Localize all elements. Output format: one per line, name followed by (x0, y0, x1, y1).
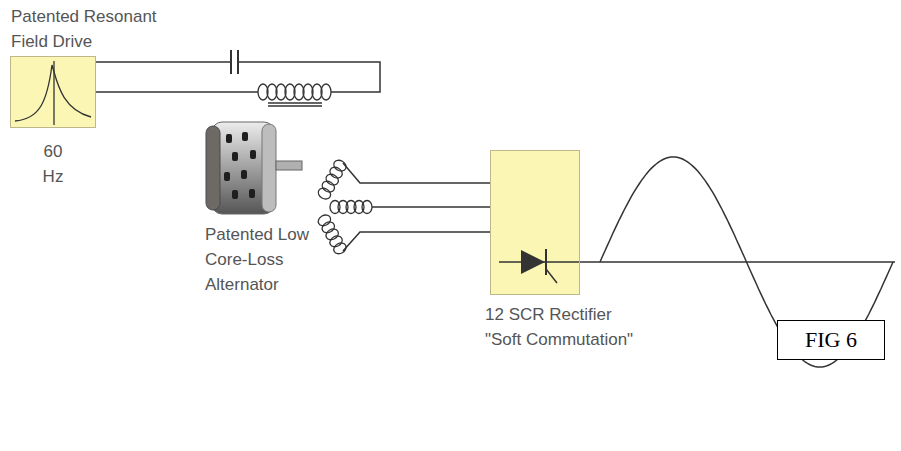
capacitor-symbol (231, 50, 238, 74)
output-line (580, 261, 895, 263)
rectifier-heading: 12 SCR Rectifier "Soft Commutation" (485, 302, 645, 352)
drive-heading: Patented Resonant Field Drive (11, 4, 186, 54)
drive-box: Patented Resonant Field Drive60 Hz (10, 56, 96, 128)
frequency-label: 60 Hz (35, 139, 71, 189)
rectifier-box: 12 SCR Rectifier "Soft Commutation" (490, 150, 580, 295)
figure-label-box: FIG 6 (777, 320, 885, 360)
field-coil (258, 84, 331, 100)
sine-wave (600, 157, 893, 367)
alternator-picture (206, 122, 302, 214)
scr-symbol (491, 151, 579, 294)
resonance-curve (11, 57, 95, 127)
figure-number: FIG 6 (805, 327, 857, 353)
coil-core (268, 103, 322, 106)
stator-coils (316, 158, 372, 256)
alternator-label: Patented Low Core-Loss Alternator (205, 222, 317, 297)
phase-wire (343, 163, 490, 251)
